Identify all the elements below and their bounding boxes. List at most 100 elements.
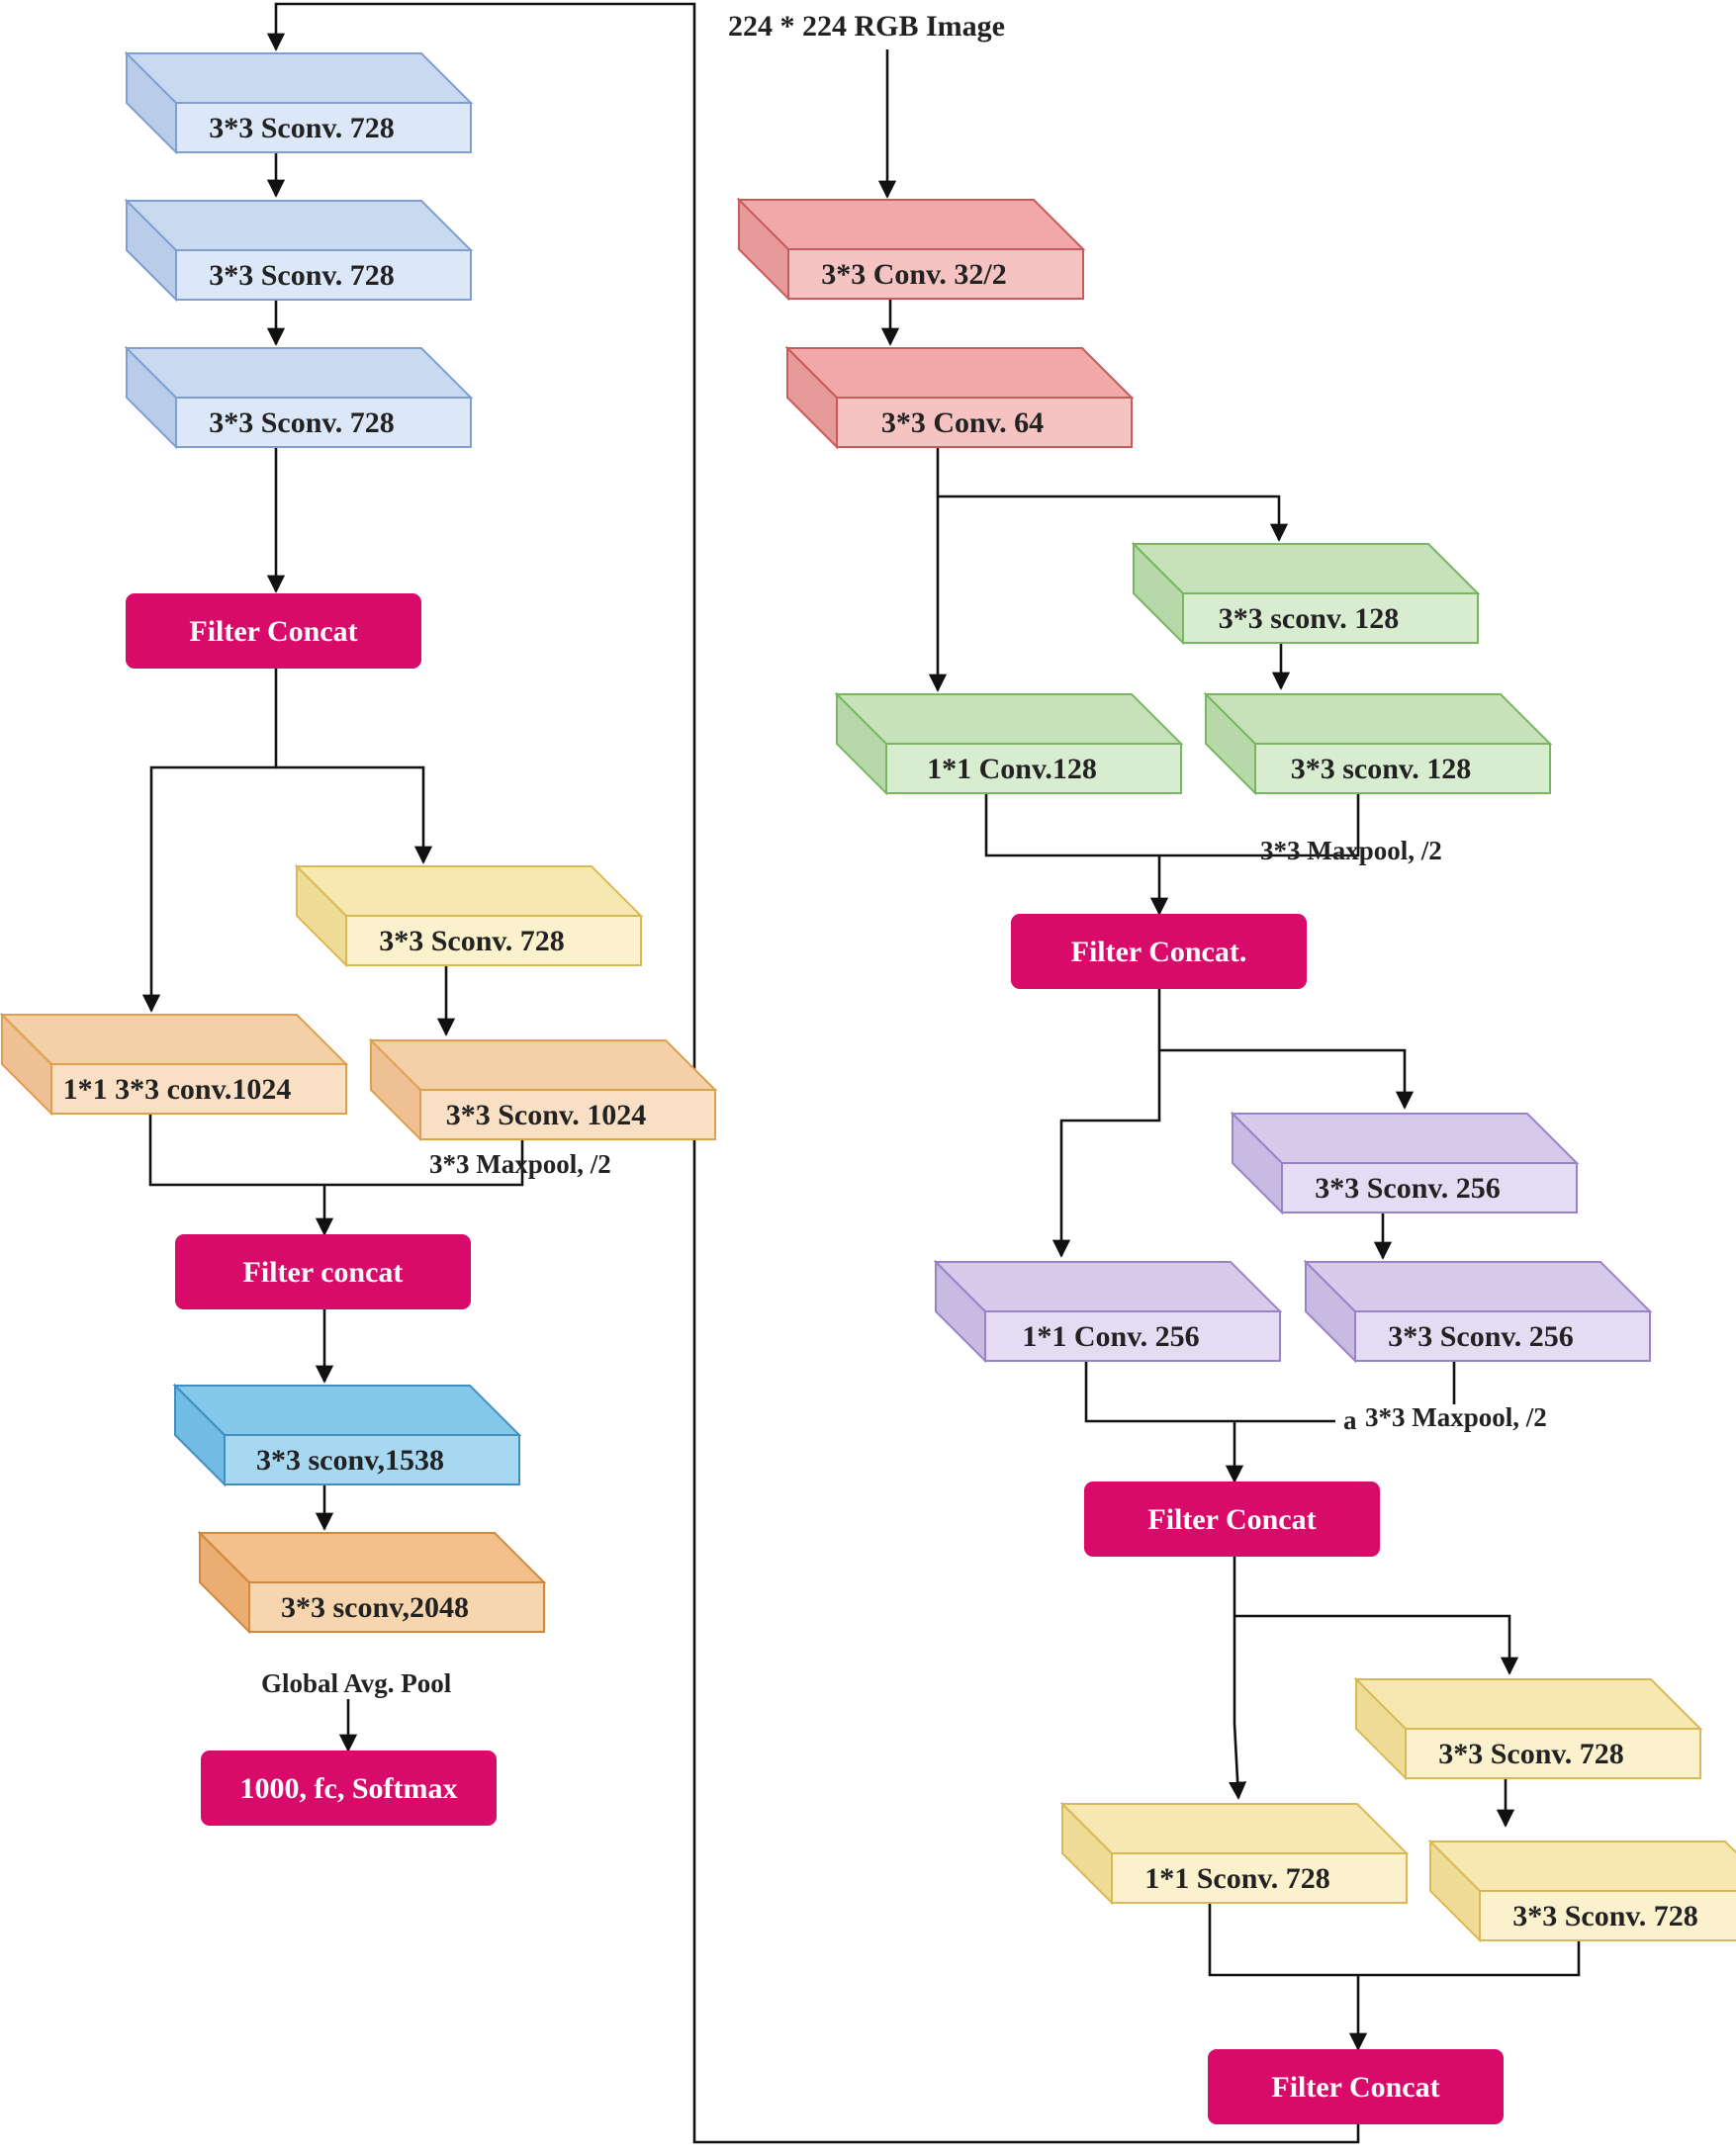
conv-block-r9: 3*3 Sconv. 728 [1353,1676,1703,1781]
block-top-face [124,52,474,104]
global-avg-pool-note: Global Avg. Pool [261,1668,452,1698]
block-top-face [1230,1113,1580,1164]
conv-block-r4: 1*1 Conv.128 [834,691,1184,796]
maxpool-note-left: 3*3 Maxpool, /2 [429,1149,611,1179]
block-front-face [345,915,642,966]
conv-block-l5: 1*1 3*3 conv.1024 [0,1012,349,1117]
concat-block-c4: Filter Concat. [1011,914,1307,989]
conv-block-r11: 3*3 Sconv. 728 [1427,1839,1736,1943]
conv-block-r1: 3*3 Conv. 32/2 [736,197,1086,302]
concat-box [201,1751,497,1826]
block-label: 3*3 Sconv. 256 [1315,1172,1501,1205]
concat-block-c2: Filter concat [175,1234,471,1309]
line-left-branch-merge [148,1114,524,1187]
stray-mark: a [1343,1405,1357,1435]
block-top-face [368,1039,718,1091]
arrow-concat1-to-sconv256 [1159,1048,1415,1110]
line-branch3-merge [1208,1903,1581,1977]
block-label: 3*3 sconv. 128 [1291,753,1472,785]
block-top-face [736,199,1086,250]
block-front-face [248,1581,545,1633]
concat-label: Filter Concat. [1071,936,1247,968]
block-label: 3*3 Sconv. 728 [1512,1900,1698,1932]
block-label: 3*3 Sconv. 728 [1438,1738,1624,1770]
block-front-face [175,249,472,301]
maxpool-note-right-2: 3*3 Maxpool, /2 [1365,1402,1547,1432]
block-top-face [1427,1841,1736,1892]
concat-block-c6: Filter Concat [1208,2049,1504,2124]
conv-block-l1: 3*3 Sconv. 728 [124,50,474,155]
block-front-face [419,1089,716,1140]
block-front-face [50,1063,347,1115]
block-front-face [175,102,472,153]
conv-block-l3: 3*3 Sconv. 728 [124,345,474,450]
block-top-face [784,347,1135,399]
block-top-face [834,693,1184,745]
block-front-face [1254,743,1551,794]
block-top-face [933,1261,1283,1312]
block-front-face [1405,1728,1701,1779]
block-front-face [836,397,1133,448]
line-branch2-merge [1084,1361,1335,1423]
block-top-face [124,347,474,399]
concat-label: Filter Concat [1147,1503,1316,1536]
conv-block-l8: 3*3 sconv,2048 [197,1530,547,1635]
block-top-face [1353,1678,1703,1730]
concat-label: Filter Concat [189,615,357,648]
block-label: 3*3 Sconv. 728 [209,406,395,439]
block-front-face [1182,592,1479,644]
block-front-face [1111,1852,1408,1904]
concat-label: Filter Concat [1271,2071,1439,2104]
block-top-face [1059,1803,1410,1854]
block-top-face [1131,543,1481,594]
concat-box [175,1234,471,1309]
conv-block-l6: 3*3 Sconv. 1024 [368,1037,718,1142]
block-label: 1*1 Conv.128 [927,753,1097,785]
concat-label: 1000, fc, Softmax [240,1772,458,1805]
conv-blocks: 3*3 Sconv. 728 3*3 Sconv. 728 3*3 Sconv. 7… [0,50,1736,1943]
concat-box [1208,2049,1504,2124]
block-label: 3*3 Sconv. 728 [379,925,565,957]
input-label: 224 * 224 RGB Image [728,10,1005,43]
block-top-face [294,865,644,917]
block-front-face [787,248,1084,300]
conv-block-r7: 1*1 Conv. 256 [933,1259,1283,1364]
block-label: 1*1 Sconv. 728 [1144,1862,1330,1895]
block-front-face [1281,1162,1578,1213]
block-front-face [885,743,1182,794]
concat-label: Filter concat [243,1256,404,1289]
arrow-concat2-to-1x1sconv728 [1229,1557,1247,1800]
block-top-face [124,200,474,251]
block-front-face [224,1434,520,1485]
arrow-conv64-to-sconv128 [938,494,1289,542]
block-top-face [0,1014,349,1065]
conv-block-l7: 3*3 sconv,1538 [172,1383,522,1487]
block-label: 3*3 sconv,2048 [281,1591,469,1624]
conv-block-l2: 3*3 Sconv. 728 [124,198,474,303]
block-front-face [984,1310,1281,1362]
concat-box [1011,914,1307,989]
concat-box [1084,1482,1380,1557]
block-label: 3*3 Sconv. 728 [209,112,395,144]
conv-block-l4: 3*3 Sconv. 728 [294,863,644,968]
conv-block-r10: 1*1 Sconv. 728 [1059,1801,1410,1906]
arrow-concat2-to-sconv728 [1234,1614,1519,1675]
block-front-face [1354,1310,1651,1362]
conv-block-r5: 3*3 sconv. 128 [1203,691,1553,796]
block-label: 1*1 3*3 conv.1024 [63,1073,292,1106]
block-top-face [172,1385,522,1436]
arrow-concat-to-1x1conv1024 [141,669,278,1013]
block-top-face [1203,693,1553,745]
block-label: 3*3 Conv. 64 [881,406,1044,439]
block-label: 3*3 Sconv. 1024 [446,1099,647,1131]
arrow-concat-to-sconv728-yellow [276,765,433,864]
concat-block-c5: Filter Concat [1084,1482,1380,1557]
block-label: 3*3 Sconv. 256 [1388,1320,1574,1353]
concat-block-c1: Filter Concat [126,593,421,669]
block-top-face [1303,1261,1653,1312]
concat-box [126,593,421,669]
arrow-concat1-to-1x1conv256 [1051,989,1161,1258]
block-label: 3*3 Sconv. 728 [209,259,395,292]
